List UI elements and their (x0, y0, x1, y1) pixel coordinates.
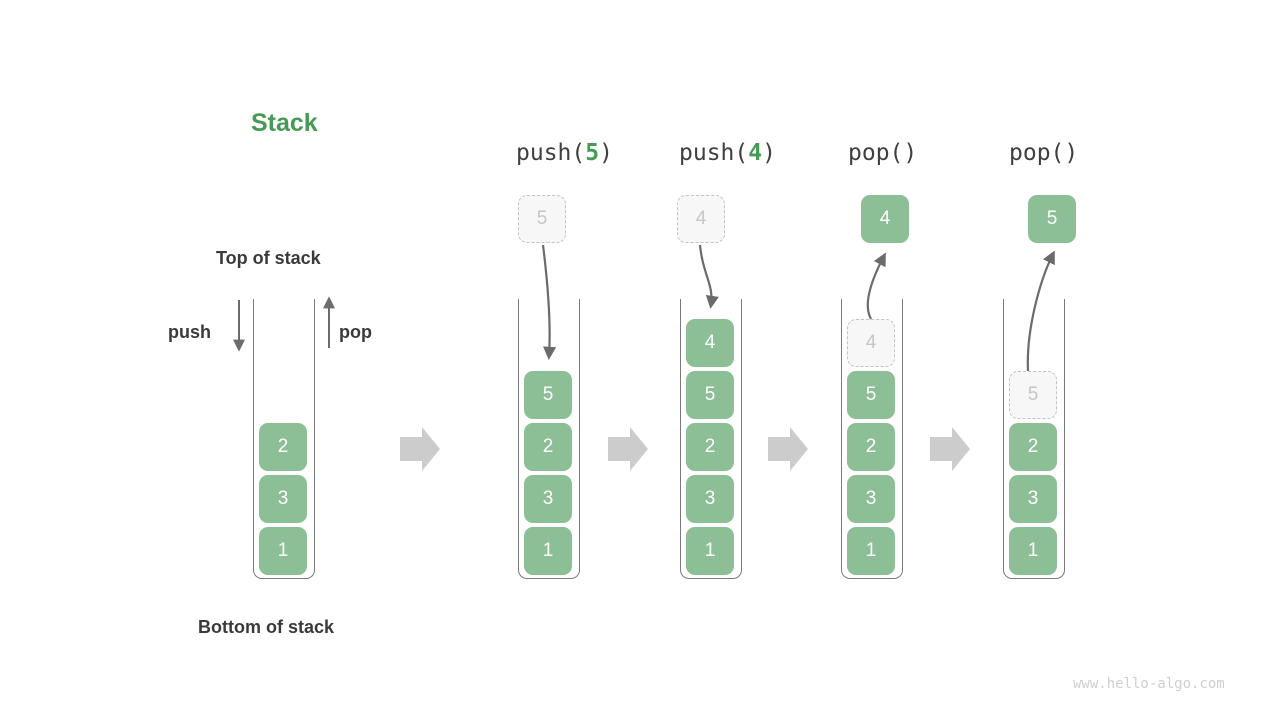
stack-cell: 1 (686, 527, 734, 575)
stack-cell: 1 (1009, 527, 1057, 575)
stack-cell: 2 (686, 423, 734, 471)
stack-cell: 1 (259, 527, 307, 575)
operation-prefix: pop( (848, 140, 904, 166)
operation-prefix: push( (516, 140, 586, 166)
incoming-ghost-cell: 5 (518, 195, 566, 243)
operation-prefix: push( (679, 140, 749, 166)
watermark: www.hello-algo.com (1073, 676, 1225, 692)
stack-cell: 2 (524, 423, 572, 471)
stack-cell-ghost: 4 (847, 319, 895, 367)
operation-label-step-1: push(5) (516, 140, 613, 166)
transition-arrow-3 (768, 427, 808, 471)
stack-cell: 5 (847, 371, 895, 419)
stack-cell: 3 (847, 475, 895, 523)
operation-arg: 4 (748, 140, 763, 166)
popped-cell: 5 (1028, 195, 1076, 243)
operation-label-step-2: push(4) (679, 140, 776, 166)
stack-cell: 3 (1009, 475, 1057, 523)
stack-cell-ghost: 5 (1009, 371, 1057, 419)
stack-frame-step-1 (518, 299, 580, 579)
operation-suffix: ) (1064, 140, 1079, 166)
stack-frame-step-2 (680, 299, 742, 579)
stack-cell: 1 (847, 527, 895, 575)
stack-cell: 1 (524, 527, 572, 575)
operation-label-step-3: pop() (848, 140, 917, 166)
stack-cell: 5 (524, 371, 572, 419)
operation-suffix: ) (762, 140, 776, 166)
stack-cell: 3 (524, 475, 572, 523)
transition-arrow-1 (400, 427, 440, 471)
stack-cell: 2 (259, 423, 307, 471)
operation-suffix: ) (903, 140, 918, 166)
stack-frame-step-3 (841, 299, 903, 579)
initial-stack-frame (253, 299, 315, 579)
operation-label-step-4: pop() (1009, 140, 1078, 166)
stack-cell: 3 (686, 475, 734, 523)
transition-arrow-4 (930, 427, 970, 471)
stack-cell: 4 (686, 319, 734, 367)
transition-arrow-2 (608, 427, 648, 471)
operation-prefix: pop( (1009, 140, 1065, 166)
operation-arg: 5 (585, 140, 600, 166)
push-flow-arrow-step-2 (698, 244, 719, 309)
incoming-ghost-cell: 4 (677, 195, 725, 243)
stack-cell: 3 (259, 475, 307, 523)
operation-suffix: ) (599, 140, 613, 166)
stack-frame-step-4 (1003, 299, 1065, 579)
popped-cell: 4 (861, 195, 909, 243)
pop-label: pop (339, 322, 372, 342)
stack-cell: 2 (1009, 423, 1057, 471)
push-label: push (168, 322, 211, 342)
stack-cell: 2 (847, 423, 895, 471)
stack-cell: 5 (686, 371, 734, 419)
bottom-of-stack-label: Bottom of stack (198, 617, 335, 637)
page-title: Stack (251, 109, 318, 137)
top-of-stack-label: Top of stack (216, 248, 321, 268)
